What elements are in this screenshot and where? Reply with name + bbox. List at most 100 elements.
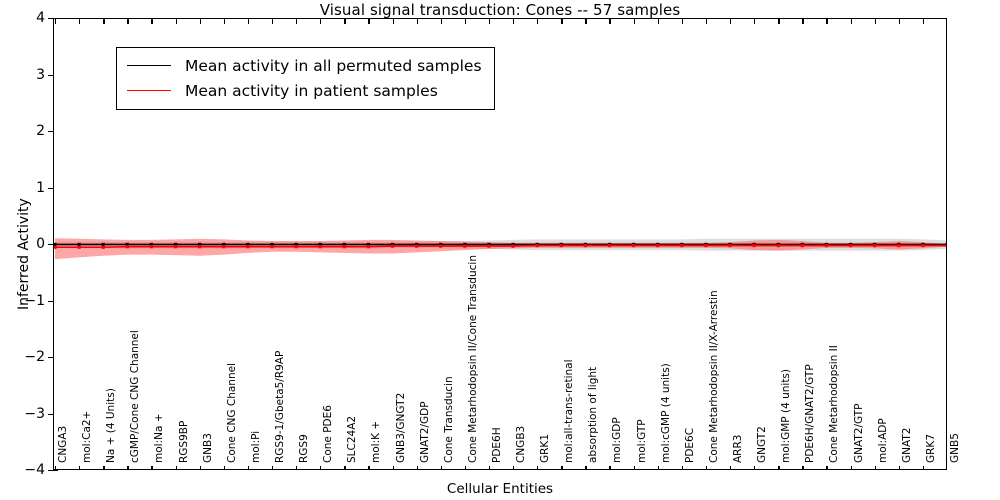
data-point-marker [173, 245, 178, 249]
x-tick-mark-top [223, 19, 226, 24]
x-tick-label: GNAT2/GTP [852, 403, 865, 464]
data-point-marker [198, 242, 202, 247]
y-tick-label: 4 [36, 10, 45, 26]
x-tick-label: Na + (4 Units) [105, 388, 118, 463]
x-tick-label: mol:GMP (4 units) [780, 369, 793, 463]
x-tick-label: mol:K + [370, 420, 383, 463]
x-tick-mark-top [488, 19, 491, 24]
data-point-marker [559, 243, 563, 248]
data-point-marker [54, 242, 57, 247]
x-tick-label: Cone Metarhodopsin II/Cone Transducin [466, 255, 479, 463]
x-tick-label: mol:ADP [876, 418, 889, 463]
x-tick-mark [175, 466, 177, 469]
x-tick-label: PDE6C [683, 427, 696, 463]
x-tick-mark-top [55, 19, 57, 24]
y-tick-mark [48, 470, 54, 472]
data-point-marker [366, 242, 371, 247]
x-tick-mark [513, 466, 515, 469]
data-point-marker [776, 243, 780, 248]
data-point-marker [101, 245, 105, 249]
x-tick-mark [922, 466, 925, 469]
x-tick-mark [392, 466, 394, 469]
mean-lines [54, 242, 946, 249]
data-point-marker [390, 244, 395, 248]
x-tick-mark-top [922, 19, 925, 24]
x-tick-label: RGS9-1/Gbeta5/R9AP [273, 350, 286, 463]
x-tick-mark-top [127, 19, 129, 24]
data-point-marker [318, 242, 322, 247]
y-tick-mark [48, 300, 54, 302]
x-tick-mark [681, 466, 684, 469]
x-tick-mark-top [874, 19, 876, 24]
data-point-marker [198, 245, 202, 249]
x-tick-mark [440, 466, 443, 469]
x-tick-mark [609, 466, 611, 469]
x-tick-mark-top [175, 19, 177, 24]
y-tick-mark [48, 187, 54, 189]
x-tick-mark [344, 466, 346, 469]
data-point-marker [125, 245, 129, 249]
x-tick-mark-top [754, 19, 756, 24]
data-point-marker [897, 243, 901, 248]
data-point-marker [270, 245, 274, 249]
x-tick-mark [79, 466, 81, 469]
x-tick-mark-top [199, 19, 201, 24]
legend-item: Mean activity in patient samples [127, 78, 482, 103]
data-point-marker [246, 242, 250, 247]
y-tick-mark [48, 357, 54, 359]
x-tick-mark [754, 466, 756, 469]
data-point-marker [583, 243, 587, 248]
x-tick-mark-top [898, 19, 901, 24]
chart-title: Visual signal transduction: Cones -- 57 … [319, 1, 681, 19]
data-point-marker [656, 243, 660, 248]
x-tick-mark-top [730, 19, 732, 24]
x-tick-mark [464, 466, 467, 469]
x-tick-label: mol:GDP [611, 417, 624, 463]
x-axis-label: Cellular Entities [446, 481, 554, 497]
x-tick-mark [55, 466, 57, 469]
x-tick-mark [368, 466, 370, 469]
y-tick-label: −1 [24, 292, 45, 309]
data-point-marker [728, 243, 732, 248]
x-tick-mark [247, 466, 250, 469]
data-point-marker [222, 242, 226, 247]
legend: Mean activity in all permuted samples Me… [116, 47, 495, 110]
data-point-marker [173, 242, 178, 247]
x-tick-mark [223, 466, 226, 469]
legend-swatch-patient [127, 90, 171, 91]
y-tick-mark [48, 413, 54, 415]
x-tick-mark [103, 466, 105, 469]
x-tick-label: SLC24A2 [346, 415, 359, 463]
x-tick-mark [850, 466, 852, 469]
x-tick-label: Cone Transducin [442, 376, 455, 463]
legend-item: Mean activity in all permuted samples [127, 53, 482, 78]
data-point-marker [77, 245, 81, 249]
data-point-marker [439, 242, 443, 247]
x-tick-mark [416, 466, 418, 469]
x-tick-mark-top [850, 19, 852, 24]
x-tick-mark-top [705, 19, 708, 24]
data-point-marker [390, 242, 395, 247]
data-point-marker [873, 243, 877, 248]
y-tick-mark [48, 74, 54, 76]
data-point-marker [487, 242, 491, 247]
x-tick-mark-top [416, 19, 418, 24]
x-tick-label: absorption of light [587, 366, 600, 463]
y-tick-label: 3 [36, 66, 45, 83]
data-point-marker [246, 245, 250, 249]
y-tick-mark [48, 18, 54, 20]
x-tick-label: mol:cGMP (4 units) [659, 363, 672, 463]
x-tick-mark [778, 466, 780, 469]
x-tick-mark-top [802, 19, 804, 24]
x-tick-label: PDE6H/GNAT2/GTP [804, 364, 817, 463]
x-tick-mark-top [464, 19, 467, 24]
x-tick-label: Cone CNG Channel [225, 363, 238, 463]
x-tick-mark [802, 466, 804, 469]
x-tick-label: cGMP/Cone CNG Channel [129, 330, 142, 463]
x-tick-mark [296, 466, 298, 469]
x-tick-label: mol:GTP [635, 419, 648, 463]
y-tick-label: 2 [36, 123, 45, 139]
x-tick-mark [657, 466, 659, 469]
data-point-marker [511, 242, 515, 247]
